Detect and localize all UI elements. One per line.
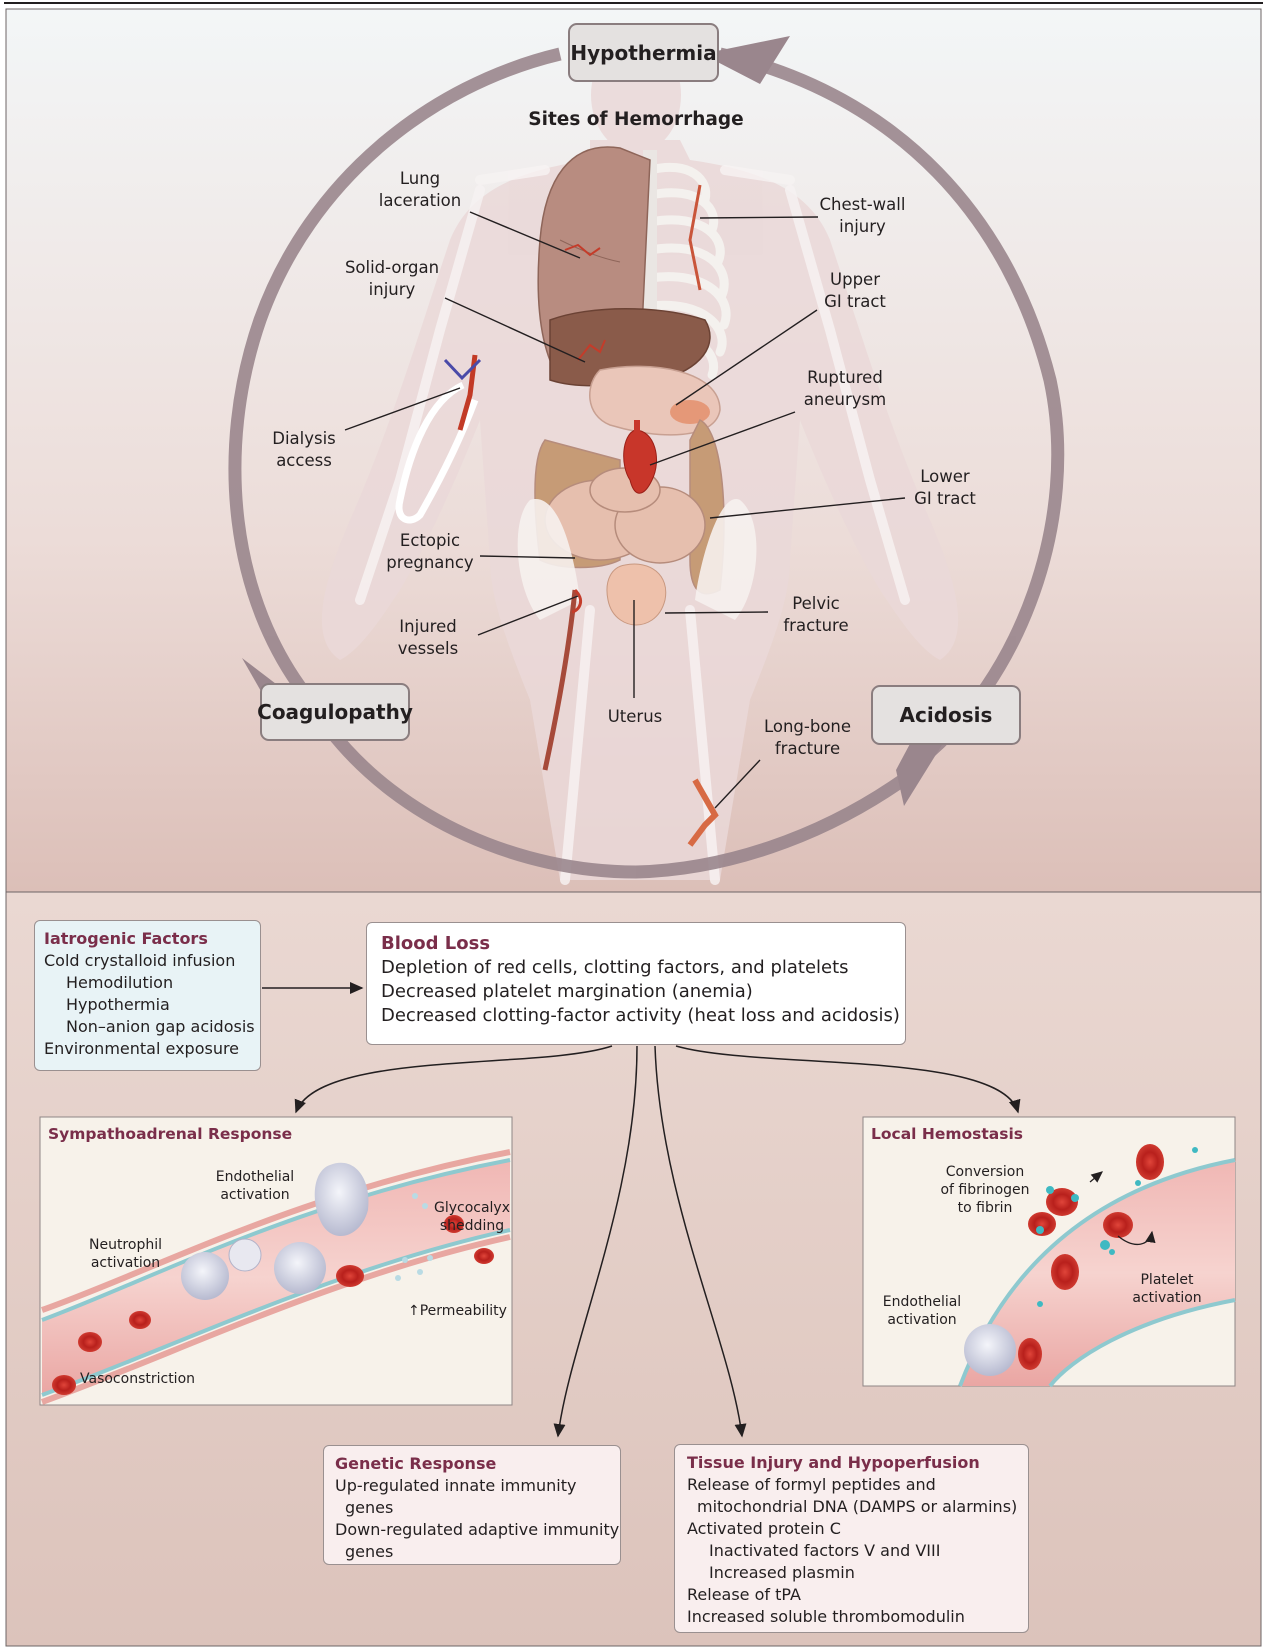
iatrogenic-title: Iatrogenic Factors (44, 928, 260, 950)
sympathoadrenal-title: Sympathoadrenal Response (48, 1125, 292, 1143)
blood-loss-line: Decreased clotting-factor activity (heat… (381, 1004, 905, 1028)
label-ectopic-pregnancy: Ectopic pregnancy (380, 530, 480, 574)
iatrogenic-factors-box: Iatrogenic Factors Cold crystalloid infu… (34, 920, 261, 1071)
label-lower-gi-tract: Lower GI tract (900, 466, 990, 510)
genetic-line: Down-regulated adaptive immunity (335, 1519, 620, 1541)
coagulopathy-node: Coagulopathy (260, 683, 410, 741)
tissue-line: Activated protein C (687, 1518, 1028, 1540)
genetic-line: genes (335, 1541, 620, 1563)
label-pelvic-fracture: Pelvic fracture (768, 593, 864, 637)
tissue-line: Increased soluble thrombomodulin (687, 1606, 1028, 1628)
blood-loss-title: Blood Loss (381, 932, 905, 956)
genetic-line: Up-regulated innate immunity (335, 1475, 620, 1497)
iatrogenic-line: Environmental exposure (44, 1038, 260, 1060)
blood-loss-line: Depletion of red cells, clotting factors… (381, 956, 905, 980)
iatrogenic-line: Non–anion gap acidosis (44, 1016, 260, 1038)
blood-loss-line: Decreased platelet margination (anemia) (381, 980, 905, 1004)
label-chest-wall-injury: Chest-wall injury (810, 194, 915, 238)
blood-loss-box: Blood Loss Depletion of red cells, clott… (366, 922, 906, 1045)
label-permeability: ↑Permeability (408, 1302, 508, 1320)
genetic-line: genes (335, 1497, 620, 1519)
tissue-title: Tissue Injury and Hypoperfusion (687, 1452, 1028, 1474)
label-injured-vessels: Injured vessels (388, 616, 468, 660)
label-platelet-activation: Platelet activation (1122, 1271, 1212, 1307)
label-uterus: Uterus (595, 706, 675, 728)
tissue-line: Release of tPA (687, 1584, 1028, 1606)
hypothermia-node: Hypothermia (568, 23, 719, 82)
uterus (607, 564, 666, 625)
tissue-line: Inactivated factors V and VIII (687, 1540, 1028, 1562)
label-endothelial-activation: Endothelial activation (872, 1293, 972, 1329)
label-neutrophil-activation: Neutrophil activation (78, 1236, 173, 1272)
tissue-line: mitochondrial DNA (DAMPS or alarmins) (687, 1496, 1028, 1518)
tissue-line: Increased plasmin (687, 1562, 1028, 1584)
label-endothelial-activation: Endothelial activation (205, 1168, 305, 1204)
label-long-bone-fracture: Long-bone fracture (755, 716, 860, 760)
sites-of-hemorrhage-title: Sites of Hemorrhage (520, 109, 752, 131)
tissue-line: Release of formyl peptides and (687, 1474, 1028, 1496)
permeability-text: Permeability (420, 1303, 507, 1319)
genetic-title: Genetic Response (335, 1453, 620, 1475)
tissue-injury-box: Tissue Injury and Hypoperfusion Release … (674, 1444, 1029, 1633)
label-dialysis-access: Dialysis access (262, 428, 346, 472)
label-lung-laceration: Lung laceration (370, 168, 470, 212)
iatrogenic-line: Hypothermia (44, 994, 260, 1016)
label-fibrinogen-conversion: Conversion of fibrinogen to fibrin (935, 1163, 1035, 1217)
acidosis-node: Acidosis (871, 685, 1021, 745)
label-solid-organ-injury: Solid-organ injury (337, 257, 447, 301)
label-vasoconstriction: Vasoconstriction (80, 1370, 195, 1388)
iatrogenic-line: Hemodilution (44, 972, 260, 994)
local-hemostasis-illustration (863, 1117, 1235, 1386)
iatrogenic-line: Cold crystalloid infusion (44, 950, 260, 972)
label-upper-gi-tract: Upper GI tract (810, 269, 900, 313)
genetic-response-box: Genetic Response Up-regulated innate imm… (323, 1445, 621, 1565)
local-hemostasis-title: Local Hemostasis (871, 1125, 1023, 1143)
label-glycocalyx-shedding: Glycocalyx shedding (428, 1199, 516, 1235)
label-ruptured-aneurysm: Ruptured aneurysm (795, 367, 895, 411)
